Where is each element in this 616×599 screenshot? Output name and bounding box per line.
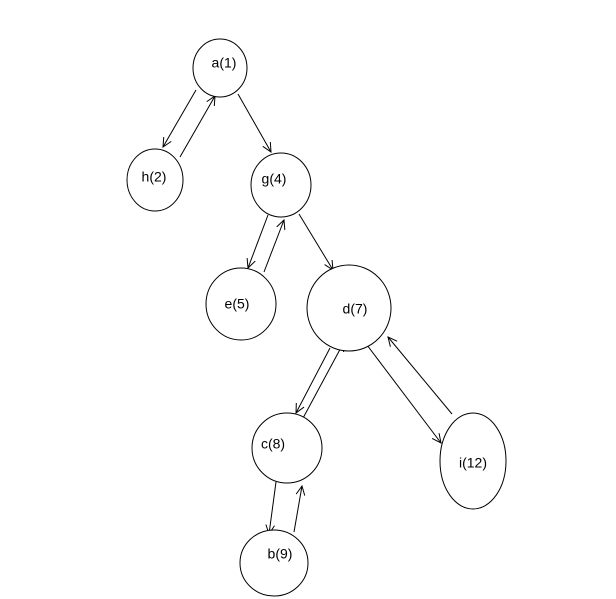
node-c-label: c(8) bbox=[261, 436, 285, 452]
node-c-circle bbox=[251, 412, 323, 484]
node-i-label: i(12) bbox=[459, 455, 487, 471]
arrow-head-icon bbox=[295, 402, 305, 415]
edge-line bbox=[301, 341, 345, 421]
node-e: e(5) bbox=[205, 267, 277, 341]
node-e-label: e(5) bbox=[225, 296, 250, 312]
edge-line bbox=[237, 93, 272, 153]
node-i: i(12) bbox=[439, 412, 507, 510]
node-h-circle bbox=[126, 148, 184, 212]
edge-line bbox=[263, 219, 285, 273]
node-e-circle bbox=[205, 267, 277, 341]
edge-d-to-i bbox=[366, 344, 442, 444]
node-d: d(7) bbox=[306, 264, 392, 352]
node-a-circle bbox=[192, 38, 248, 98]
edge-e-to-g bbox=[263, 218, 286, 273]
node-c: c(8) bbox=[251, 412, 323, 484]
arrow-head-icon bbox=[387, 336, 398, 347]
node-h: h(2) bbox=[126, 148, 184, 212]
edge-g-to-d bbox=[298, 213, 334, 271]
nodes-layer: a(1) h(2) g(4) e(5) d(7) c(8) b(9) bbox=[126, 38, 507, 597]
edge-a-to-g bbox=[237, 93, 272, 153]
node-h-label: h(2) bbox=[142, 169, 167, 185]
edge-d-to-c bbox=[295, 347, 331, 415]
edge-line bbox=[162, 89, 197, 148]
edge-line bbox=[298, 213, 334, 271]
edge-line bbox=[293, 485, 303, 533]
edge-b-to-c bbox=[293, 484, 306, 533]
node-b: b(9) bbox=[239, 529, 309, 597]
arrow-head-icon bbox=[431, 433, 442, 444]
arrow-head-icon bbox=[276, 218, 286, 231]
edge-c-to-b bbox=[265, 481, 277, 536]
edge-line bbox=[268, 481, 277, 535]
node-i-circle bbox=[439, 412, 507, 510]
node-b-label: b(9) bbox=[268, 546, 293, 562]
node-a: a(1) bbox=[192, 38, 248, 98]
edge-g-to-e bbox=[246, 214, 269, 270]
node-g: g(4) bbox=[250, 152, 312, 218]
node-d-circle bbox=[306, 264, 392, 352]
edge-line bbox=[179, 95, 216, 158]
node-d-label: d(7) bbox=[343, 301, 368, 317]
arrow-head-icon bbox=[295, 484, 306, 496]
edge-i-to-d bbox=[387, 336, 453, 415]
edge-line bbox=[247, 214, 269, 269]
node-g-circle bbox=[250, 152, 312, 218]
node-b-circle bbox=[239, 529, 309, 597]
edge-line bbox=[387, 336, 453, 415]
node-g-label: g(4) bbox=[262, 171, 287, 187]
node-a-label: a(1) bbox=[212, 55, 237, 71]
arrow-head-icon bbox=[246, 257, 256, 270]
arrow-head-icon bbox=[262, 141, 272, 153]
edge-line bbox=[366, 344, 442, 444]
arrow-head-icon bbox=[162, 136, 172, 148]
edge-a-to-h bbox=[162, 89, 197, 148]
edge-line bbox=[295, 347, 331, 414]
edges-layer bbox=[162, 89, 453, 536]
edge-h-to-a bbox=[179, 95, 216, 158]
edge-c-to-d bbox=[301, 340, 345, 421]
